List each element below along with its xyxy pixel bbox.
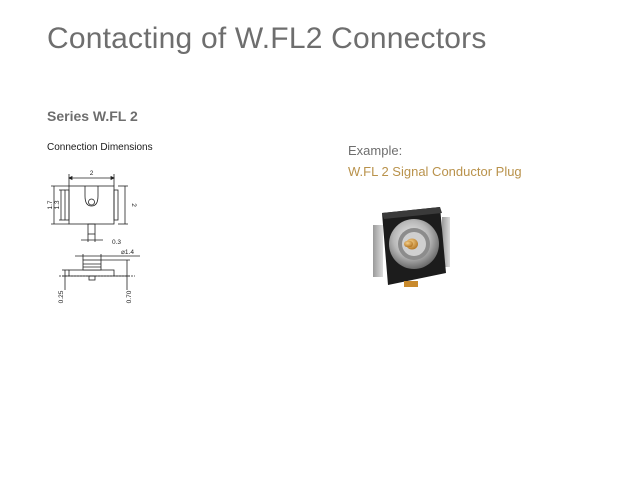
series-heading: Series W.FL 2 bbox=[47, 108, 138, 124]
dim-pin: 0.3 bbox=[112, 239, 121, 246]
dim-height-right: 2 bbox=[130, 203, 137, 207]
dim-width-top: 2 bbox=[90, 170, 94, 177]
connector-plug-image bbox=[373, 207, 450, 287]
dim-diameter: ⌀1.4 bbox=[121, 249, 134, 256]
example-label: Example: bbox=[348, 143, 403, 158]
dim-height-inner: 1.3 bbox=[54, 200, 61, 209]
page-title: Contacting of W.FL2 Connectors bbox=[47, 22, 487, 55]
example-product-title: W.FL 2 Signal Conductor Plug bbox=[348, 164, 522, 179]
dim-side-left: 0.25 bbox=[58, 290, 65, 303]
drawing-caption: Connection Dimensions bbox=[47, 142, 153, 153]
dim-height-outer: 1.7 bbox=[47, 200, 54, 209]
connection-dimensions-drawing: 2 1.7 1.3 2 0.3 ⌀1.4 0.25 0.70 bbox=[47, 170, 140, 303]
dim-side-right: 0.70 bbox=[126, 290, 133, 303]
